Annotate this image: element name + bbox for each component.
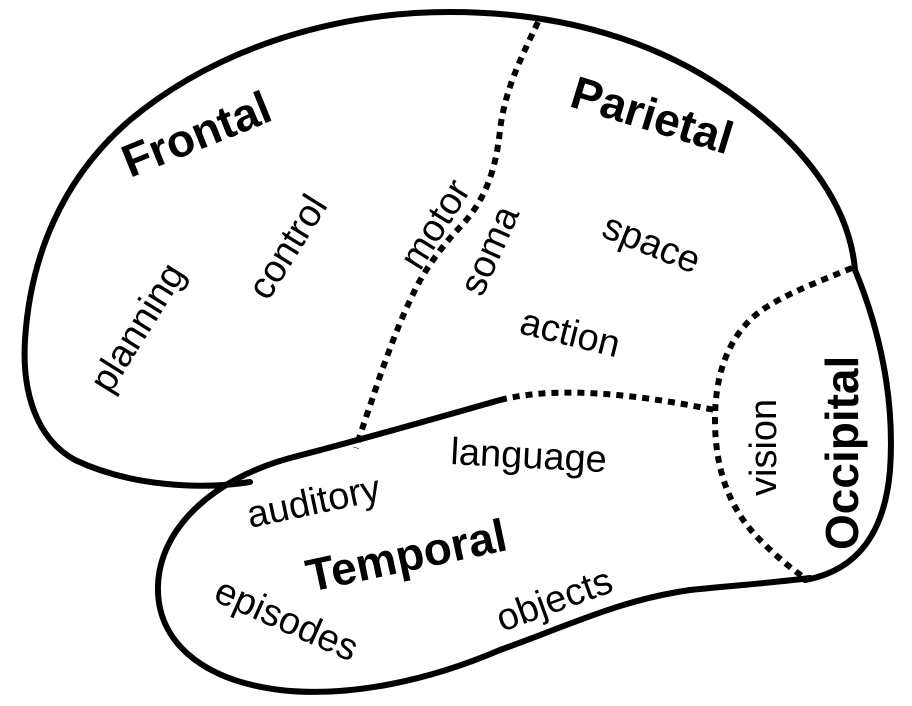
temporal-lobe-label: Temporal	[301, 509, 511, 602]
auditory-label: auditory	[243, 468, 384, 537]
parietal-temporal-boundary	[499, 389, 716, 413]
frontal-lobe-label: Frontal	[114, 81, 278, 188]
central-sulcus-boundary	[353, 20, 541, 449]
brain-outline	[21, 9, 894, 583]
temporal-lobe-outline	[154, 397, 813, 695]
occipital-lobe-label: Occipital	[816, 356, 868, 550]
space-label: space	[597, 205, 707, 282]
occipital-boundary	[711, 265, 854, 581]
planning-label: planning	[82, 256, 194, 400]
language-label: language	[450, 431, 608, 481]
action-label: action	[516, 301, 625, 366]
vision-label: vision	[743, 399, 785, 496]
control-label: control	[240, 188, 336, 307]
